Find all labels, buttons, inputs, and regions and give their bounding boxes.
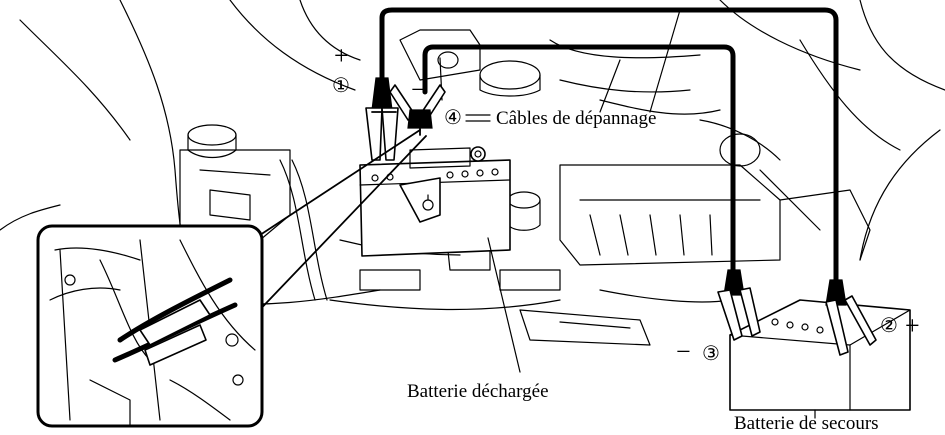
step1-number: ①	[332, 75, 350, 97]
step4-polarity: −	[411, 75, 426, 104]
jumper-cables-label: Câbles de dépannage	[496, 108, 656, 129]
jumper-cables	[379, 7, 839, 283]
booster-battery-label: Batterie de secours	[734, 413, 879, 434]
zoom-inset	[36, 129, 427, 428]
discharged-battery-label: Batterie déchargée	[407, 381, 549, 402]
leader-lines	[465, 9, 816, 419]
step3-polarity: −	[676, 337, 691, 366]
clamp-step3	[717, 269, 761, 341]
step2-polarity: +	[905, 311, 920, 340]
step1-polarity: +	[334, 41, 349, 70]
clamp-step1	[365, 77, 399, 161]
battery-terminal-icon	[470, 146, 486, 162]
step3-number: ③	[702, 343, 720, 365]
clamp-step2	[825, 279, 877, 356]
discharged-battery	[359, 147, 511, 257]
clamp-step4	[389, 84, 446, 136]
step2-number: ②	[880, 315, 898, 337]
step4-number: ④	[444, 107, 462, 129]
